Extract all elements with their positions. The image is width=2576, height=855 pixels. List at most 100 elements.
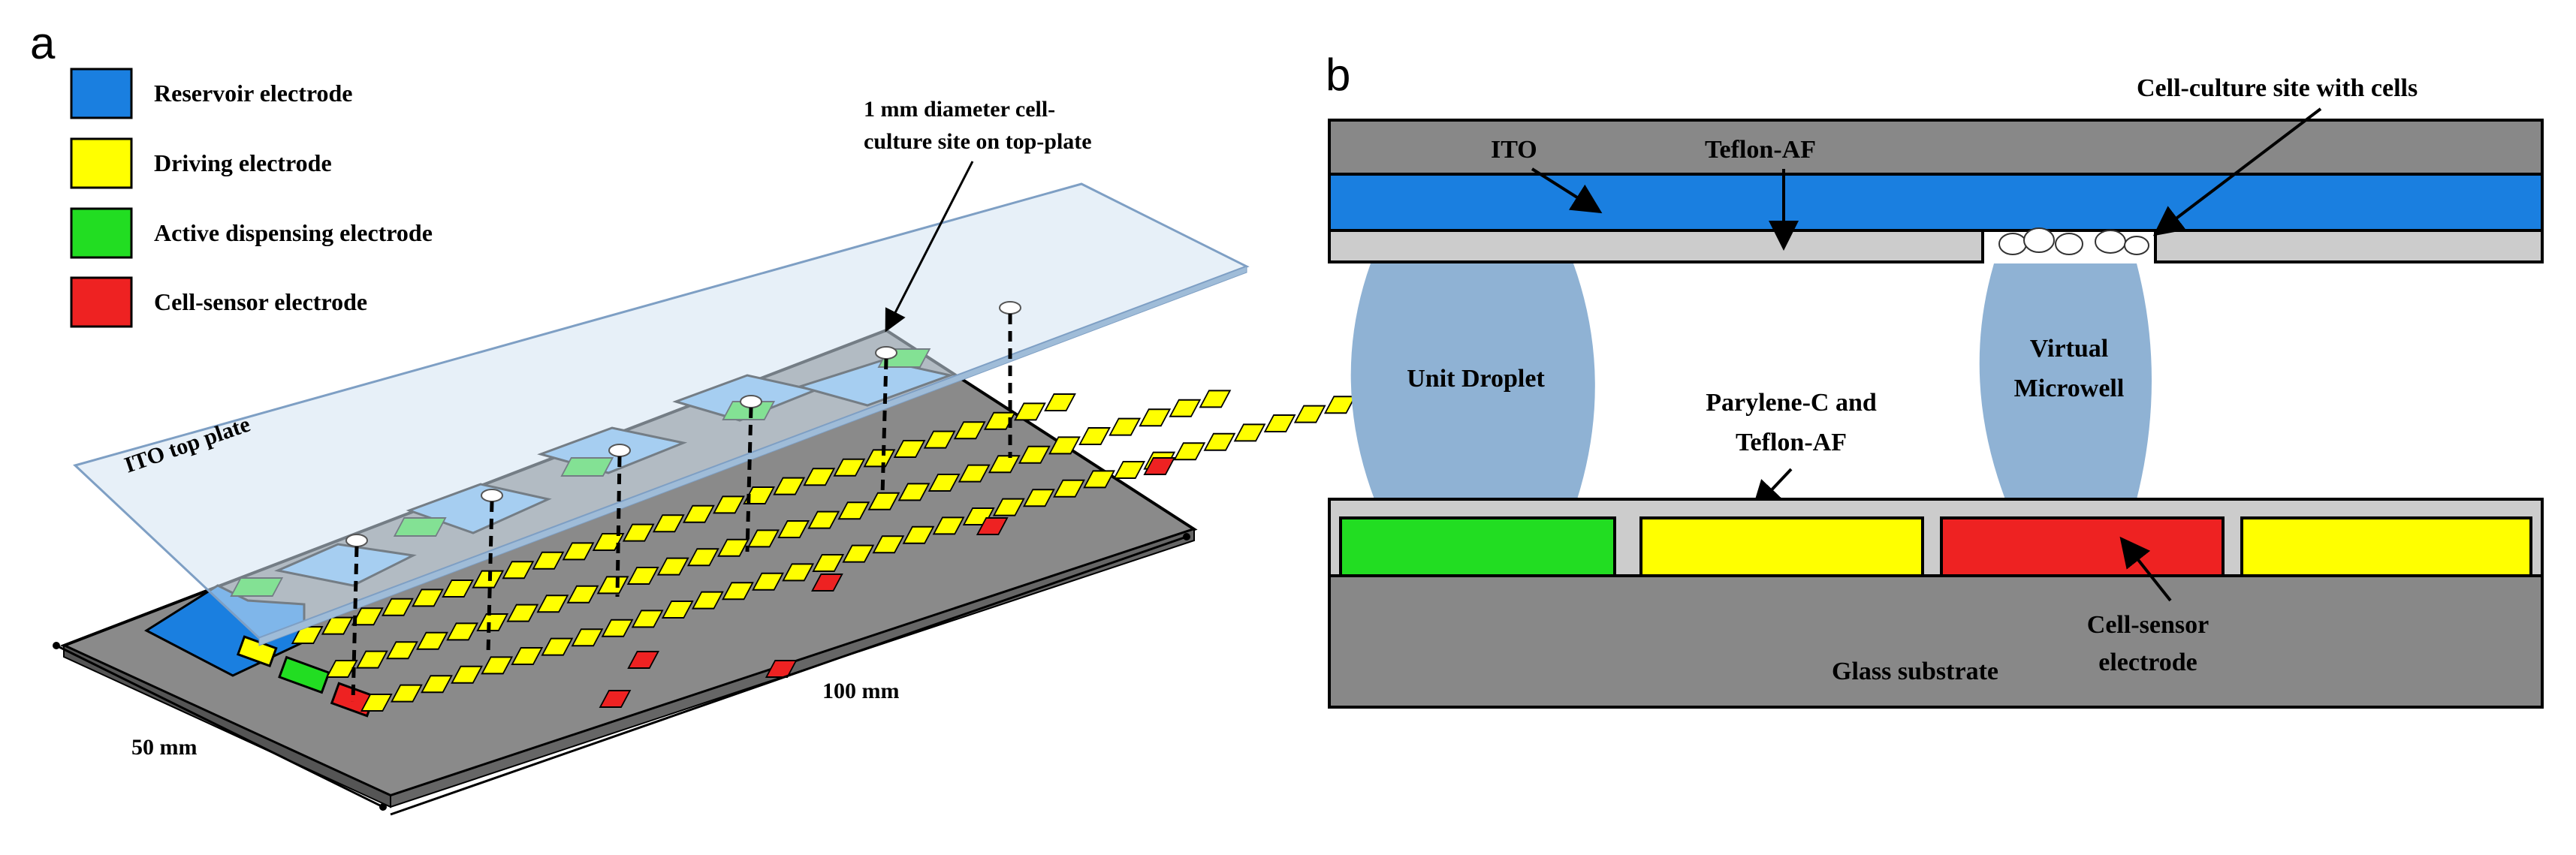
ito-label: ITO [1491, 136, 1537, 164]
dimension-width-label: 50 mm [131, 735, 197, 760]
driving-electrode [1203, 432, 1236, 451]
virtual-microwell [1979, 263, 2152, 499]
driving-electrode [833, 458, 866, 477]
culture-site-dropline [486, 501, 494, 654]
driving-electrode [1044, 393, 1076, 411]
legend: Reservoir electrode Driving electrode Ac… [70, 68, 433, 328]
sensor-line-2: electrode [2098, 649, 2197, 676]
driving-electrode [626, 567, 659, 585]
driving-electrode [872, 535, 905, 554]
driving-electrode [622, 523, 655, 542]
driving-electrode [902, 525, 935, 544]
driving-electrode [747, 529, 780, 548]
callout-line-2: culture site on top-plate [864, 129, 1092, 154]
culture-site [999, 301, 1021, 315]
driving-electrode [511, 647, 544, 665]
ito-arrow [1531, 167, 1603, 214]
driving-electrode [1109, 417, 1142, 436]
parylene-line-1: Parylene-C and [1706, 389, 1877, 417]
culture-sites [345, 301, 1021, 703]
panel-a: a Reservoir electrode Driving electrode … [30, 18, 1386, 816]
legend-swatch-reservoir [70, 68, 133, 119]
driving-electrode [1083, 470, 1115, 489]
dispensing-electrode [278, 655, 330, 694]
culture-site-dropline [351, 546, 359, 703]
microwell-line-1: Virtual [2030, 335, 2109, 363]
driving-electrode [391, 684, 423, 703]
teflon-label: Teflon-AF [1705, 136, 1816, 164]
driving-electrode [782, 563, 815, 582]
driving-electrode [1293, 405, 1326, 423]
culture-site [481, 489, 503, 502]
driving-electrode [386, 641, 418, 660]
driving-electrode [1199, 390, 1232, 408]
dimension-end [53, 642, 60, 649]
driving-electrode [803, 468, 836, 486]
driving-electrode [992, 498, 1025, 516]
driving-electrode [442, 580, 475, 598]
sensor-electrode [1143, 457, 1176, 475]
sensor-electrode [627, 651, 660, 669]
ito-top-plate-edge [258, 266, 1247, 646]
culture-site [875, 346, 897, 360]
driving-electrode [691, 591, 724, 610]
dispensing-electrode-section [1339, 516, 1616, 577]
cell-site-arrow [2152, 107, 2322, 236]
driving-electrode [713, 495, 745, 514]
teflon-layer-right [2154, 229, 2544, 263]
microwell-line-2: Microwell [2014, 375, 2125, 402]
culture-site-dropline [880, 358, 888, 496]
driving-electrode [291, 626, 324, 644]
driving-electrode [1113, 461, 1146, 479]
callout-arrow [885, 161, 974, 333]
driving-electrode [1053, 479, 1085, 498]
driving-electrode-section-2 [2240, 516, 2532, 577]
driving-electrode [777, 520, 810, 538]
driving-electrode [446, 622, 479, 641]
sensor-electrode [765, 660, 798, 678]
driving-electrode [842, 544, 875, 563]
unit-droplet [1350, 263, 1595, 499]
driving-electrode [837, 501, 870, 520]
driving-electrode [752, 572, 784, 591]
driving-electrode [661, 601, 694, 619]
driving-electrode [807, 510, 840, 529]
legend-swatch-sensor [70, 276, 133, 328]
driving-electrode [502, 561, 535, 580]
legend-label-dispensing: Active dispensing electrode [154, 219, 433, 246]
driving-electrode [416, 631, 448, 650]
driving-electrode [596, 576, 629, 595]
driving-electrode [1018, 445, 1051, 464]
driving-electrode [1048, 436, 1081, 455]
driving-electrode [812, 554, 845, 572]
driving-electrode [481, 656, 514, 675]
droplet-label: Unit Droplet [1407, 365, 1545, 393]
dimension-line-width [56, 644, 384, 808]
driving-electrode [360, 694, 393, 712]
legend-label-sensor: Cell-sensor electrode [154, 288, 367, 315]
culture-site [740, 395, 762, 408]
driving-electrode [532, 551, 565, 570]
driving-electrode [686, 548, 719, 567]
driving-electrode [1139, 408, 1172, 427]
panel-a-label: a [30, 18, 56, 68]
driving-electrode [1173, 442, 1206, 461]
callout-line-1: 1 mm diameter cell- [864, 97, 1055, 122]
panel-b: b ITO Teflon-AF Cell-culture site with c… [1326, 50, 2544, 709]
sensor-electrode [599, 690, 632, 708]
driving-electrode [1169, 399, 1202, 417]
driving-electrode [773, 477, 806, 495]
driving-electrode [571, 628, 604, 647]
legend-label-driving: Driving electrode [154, 149, 332, 176]
driving-electrode [566, 585, 599, 604]
glass-label: Glass substrate [1832, 658, 1998, 685]
legend-swatch-dispensing [70, 207, 133, 259]
driving-electrode [923, 430, 956, 449]
dimension-end [1183, 533, 1190, 540]
legend-label-reservoir: Reservoir electrode [154, 80, 352, 107]
driving-electrode [631, 610, 664, 628]
driving-electrode [412, 589, 444, 607]
driving-electrode [472, 570, 505, 589]
driving-electrode [652, 514, 685, 533]
